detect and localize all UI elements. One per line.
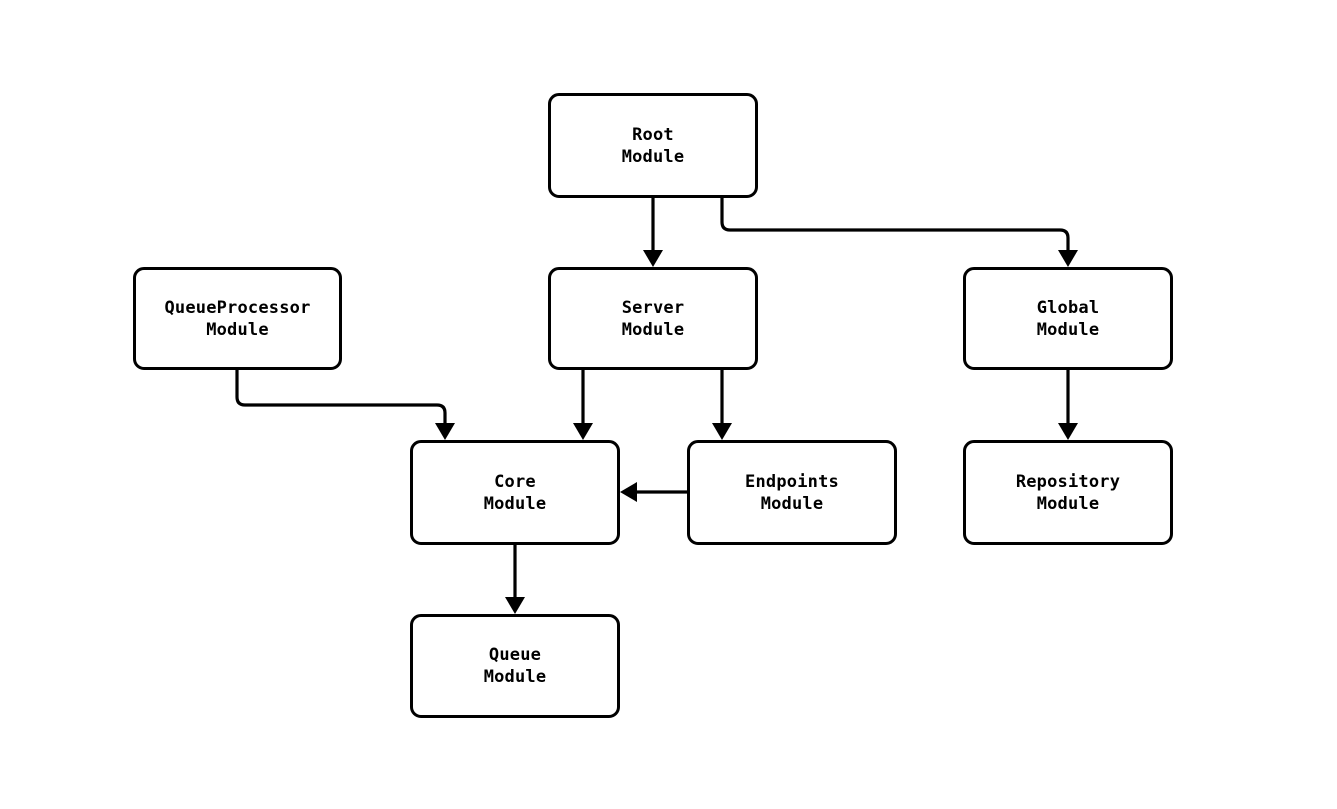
node-server-line1: Server [621, 297, 685, 318]
arrowhead [1058, 423, 1078, 440]
arrowhead [435, 423, 455, 440]
node-endpoints[interactable]: Endpoints Module [687, 440, 897, 545]
node-root-line1: Root [632, 124, 674, 145]
node-endpoints-line1: Endpoints [745, 471, 839, 492]
node-global-line1: Global [1036, 297, 1100, 318]
node-repository[interactable]: Repository Module [963, 440, 1173, 545]
arrowhead [573, 423, 593, 440]
edge-server-to-core [573, 370, 593, 440]
arrowhead [643, 250, 663, 267]
arrowhead [620, 482, 637, 502]
node-server[interactable]: Server Module [548, 267, 758, 370]
node-root[interactable]: Root Module [548, 93, 758, 198]
edge-core-to-queue [505, 545, 525, 614]
node-root-line2: Module [621, 146, 685, 167]
node-global-line2: Module [1036, 319, 1100, 340]
edge-queueprocessor-to-core [235, 370, 455, 440]
node-queue-line1: Queue [488, 645, 542, 665]
node-core-line2: Module [483, 493, 547, 514]
arrowhead [1058, 250, 1078, 267]
node-queueprocessor-line2: Module [206, 319, 269, 340]
node-repository-line2: Module [1036, 493, 1100, 514]
node-core[interactable]: Core Module [410, 440, 620, 545]
node-queue-line2: Module [483, 667, 547, 687]
node-repository-line1: Repository [1015, 471, 1121, 492]
arrowhead [712, 423, 732, 440]
edge-endpoints-to-core [620, 482, 687, 502]
node-core-line1: Core [494, 471, 536, 492]
node-queue[interactable]: Queue Module [410, 614, 620, 718]
node-queueprocessor[interactable]: QueueProcessor Module [133, 267, 342, 370]
edge-root-to-server [643, 198, 663, 267]
edge-server-to-endpoints [712, 370, 732, 440]
edge-root-to-global [720, 198, 1078, 267]
node-endpoints-line2: Module [760, 493, 824, 514]
node-global[interactable]: Global Module [963, 267, 1173, 370]
node-queueprocessor-line1: QueueProcessor [164, 297, 311, 318]
edge-global-to-repository [1058, 370, 1078, 440]
arrowhead [505, 597, 525, 614]
node-server-line2: Module [621, 319, 685, 340]
